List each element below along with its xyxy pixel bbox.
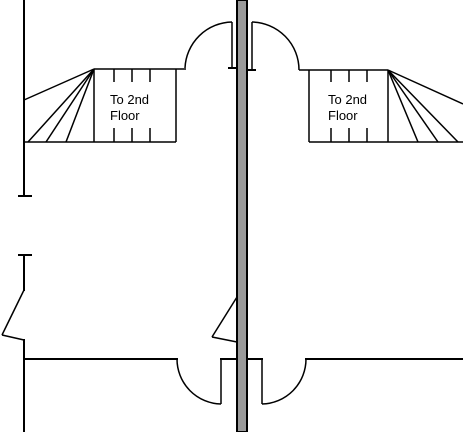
left-stair-winder: [45, 68, 95, 143]
right-stair-winder: [387, 69, 439, 143]
left-party-door-jamb: [211, 336, 238, 343]
left-party-door: [211, 296, 238, 343]
left-stair-label-line2: Floor: [110, 108, 140, 123]
left-bottom-door: [176, 358, 238, 405]
right-bottom-door: [261, 358, 307, 405]
left-stair-label-line1: To 2nd: [110, 92, 149, 107]
left-stair-winder: [23, 68, 95, 101]
party-wall: [236, 0, 248, 432]
right-stair: To 2nd Floor: [299, 69, 463, 143]
left-party-door-leaf: [211, 296, 238, 338]
right-top-door: [248, 21, 300, 71]
left-side-door: [1, 289, 25, 341]
left-top-door-swing: [184, 21, 233, 69]
right-stair-label-line1: To 2nd: [328, 92, 367, 107]
right-stair-winder: [387, 69, 419, 143]
left-bottom-door-swing: [176, 358, 222, 405]
left-stair: To 2nd Floor: [23, 68, 186, 143]
right-bottom-door-swing: [261, 358, 307, 405]
left-stair-winder: [65, 68, 95, 143]
left-top-door: [184, 21, 236, 69]
right-stair-winder: [387, 69, 463, 105]
right-stair-label-line2: Floor: [328, 108, 358, 123]
right-stair-winder: [387, 69, 459, 143]
left-unit: To 2nd Floor: [1, 0, 238, 432]
left-side-door-jamb: [1, 334, 25, 341]
right-unit: To 2nd Floor: [246, 21, 463, 405]
right-top-door-swing: [251, 21, 300, 71]
left-stair-winder: [27, 68, 95, 143]
left-side-door-leaf: [1, 289, 25, 336]
